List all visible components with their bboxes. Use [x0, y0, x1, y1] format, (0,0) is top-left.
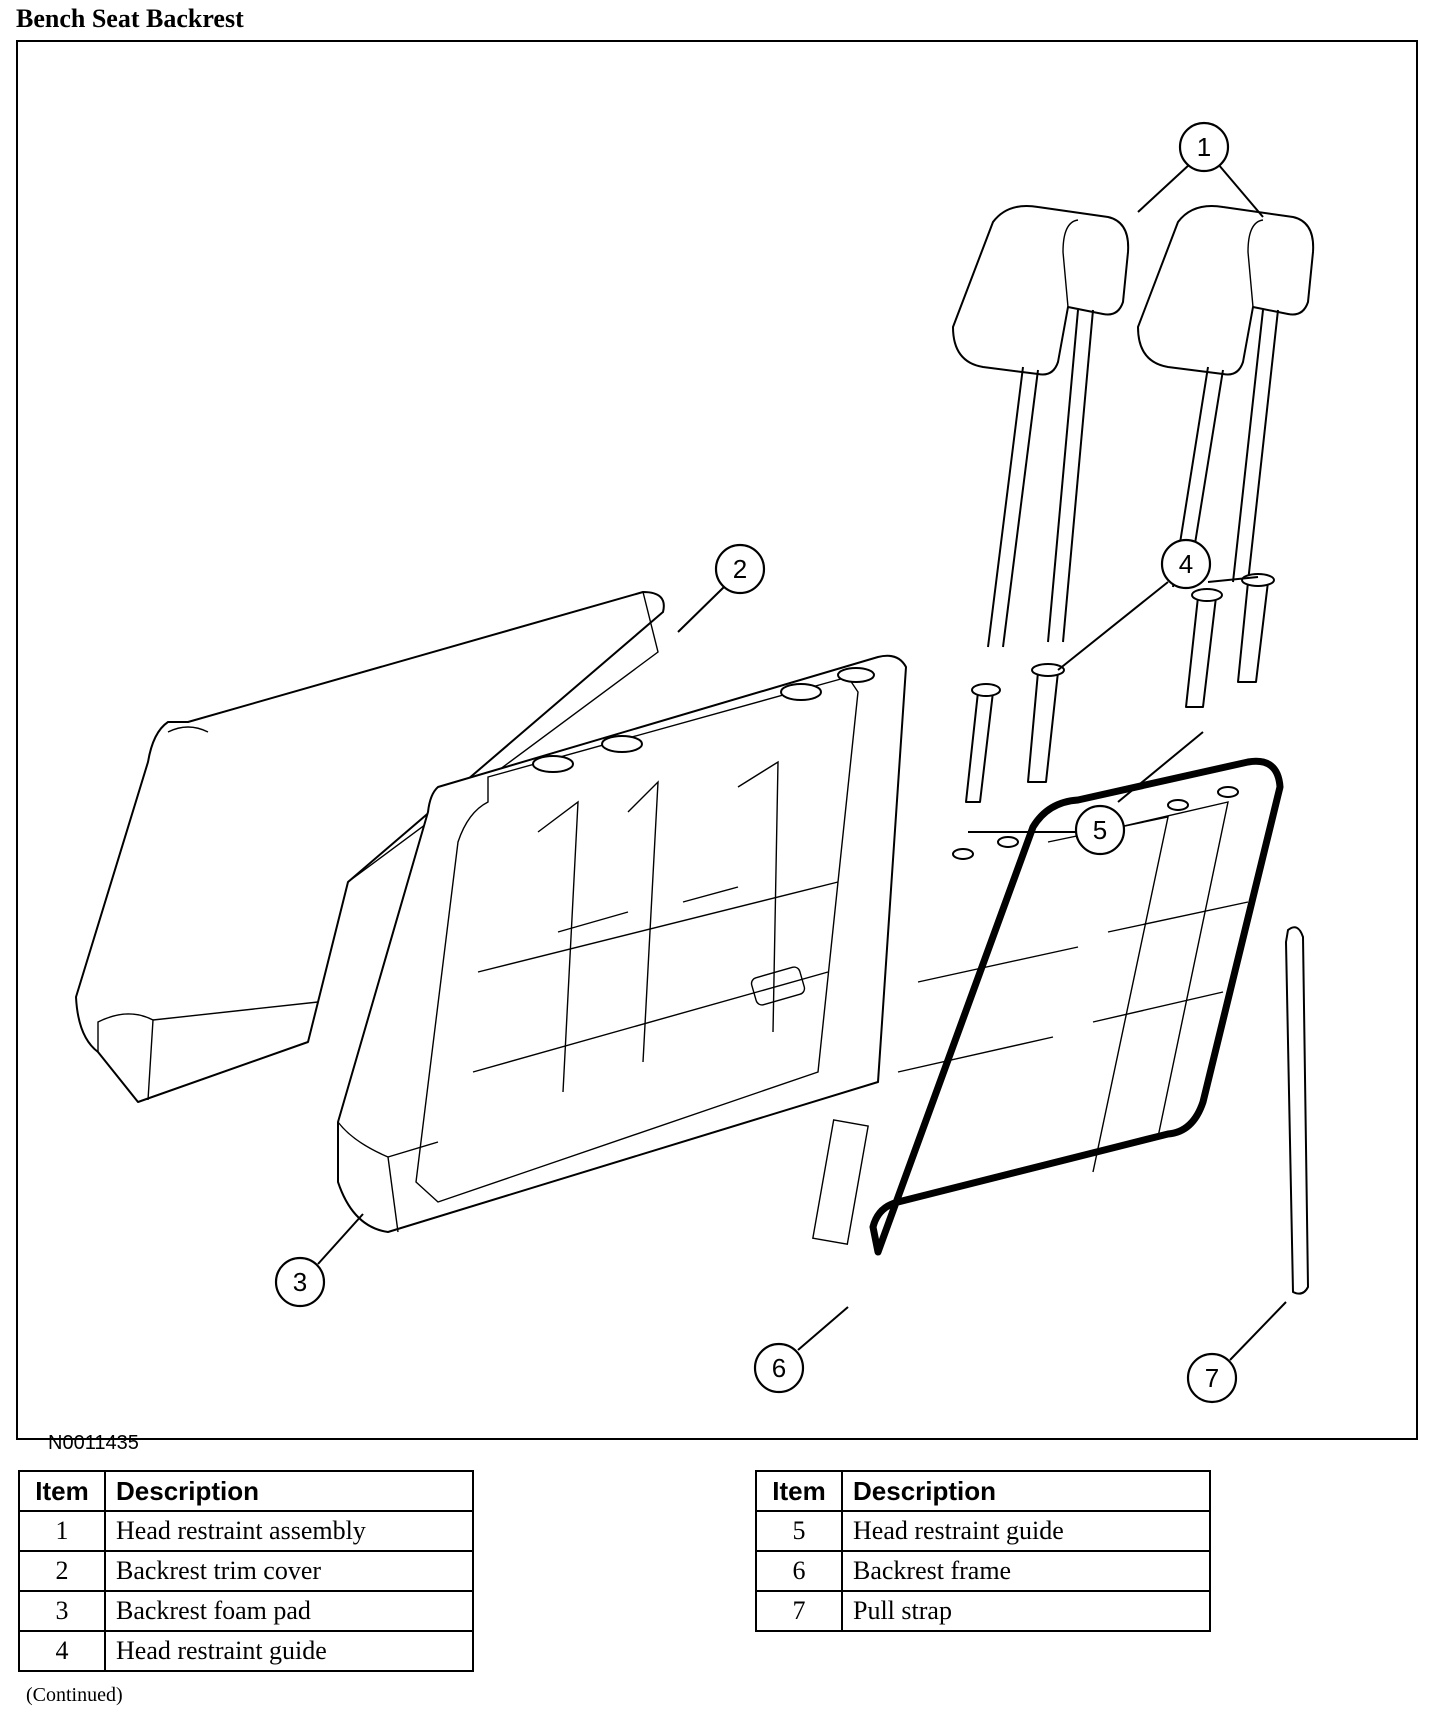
item-description: Backrest trim cover — [104, 1550, 474, 1592]
item-number: 7 — [755, 1590, 843, 1632]
table-row: 4 Head restraint guide — [18, 1630, 474, 1672]
table-header-row: Item Description — [755, 1470, 1211, 1512]
table-row: 7 Pull strap — [755, 1590, 1211, 1632]
item-description: Head restraint guide — [841, 1510, 1211, 1552]
item-number: 3 — [18, 1590, 106, 1632]
table-row: 1 Head restraint assembly — [18, 1510, 474, 1552]
callout-7: 7 — [1186, 1352, 1238, 1404]
backrest-frame — [812, 757, 1284, 1256]
item-number: 4 — [18, 1630, 106, 1672]
item-description: Head restraint guide — [104, 1630, 474, 1672]
table-row: 3 Backrest foam pad — [18, 1590, 474, 1632]
pull-strap — [1285, 926, 1309, 1295]
item-number: 6 — [755, 1550, 843, 1592]
svg-text:1: 1 — [1197, 132, 1211, 162]
legend-table-right: Item Description 5 Head restraint guide … — [755, 1470, 1211, 1632]
column-header-item: Item — [755, 1470, 843, 1512]
illustration-frame: 1 2 3 4 5 6 7 N0011435 — [16, 40, 1418, 1454]
svg-text:7: 7 — [1205, 1363, 1219, 1393]
column-header-description: Description — [104, 1470, 474, 1512]
svg-text:2: 2 — [733, 554, 747, 584]
item-description: Backrest frame — [841, 1550, 1211, 1592]
leader-lines — [317, 163, 1287, 1361]
callout-4: 4 — [1160, 538, 1212, 590]
head-restraint-right — [1137, 205, 1315, 588]
column-header-item: Item — [18, 1470, 106, 1512]
head-restraint-left — [952, 205, 1130, 648]
continued-note: (Continued) — [26, 1684, 123, 1706]
callout-5: 5 — [1074, 804, 1126, 856]
legend-table-left: Item Description 1 Head restraint assemb… — [18, 1470, 474, 1672]
table-row: 2 Backrest trim cover — [18, 1550, 474, 1592]
svg-text:4: 4 — [1179, 549, 1193, 579]
svg-text:5: 5 — [1093, 815, 1107, 845]
item-number: 2 — [18, 1550, 106, 1592]
table-row: 6 Backrest frame — [755, 1550, 1211, 1592]
callout-1: 1 — [1178, 121, 1230, 173]
item-number: 5 — [755, 1510, 843, 1552]
page-title: Bench Seat Backrest — [16, 4, 244, 33]
item-number: 1 — [18, 1510, 106, 1552]
backrest-foam-pad — [337, 654, 907, 1233]
callout-6: 6 — [753, 1342, 805, 1394]
item-description: Pull strap — [841, 1590, 1211, 1632]
table-header-row: Item Description — [18, 1470, 474, 1512]
figure-id: N0011435 — [48, 1432, 139, 1454]
item-description: Backrest foam pad — [104, 1590, 474, 1632]
exploded-view-diagram: 1 2 3 4 5 6 7 — [75, 121, 1315, 1404]
callout-3: 3 — [274, 1256, 326, 1308]
callout-2: 2 — [714, 543, 766, 595]
column-header-description: Description — [841, 1470, 1211, 1512]
svg-text:3: 3 — [293, 1267, 307, 1297]
svg-text:6: 6 — [772, 1353, 786, 1383]
table-row: 5 Head restraint guide — [755, 1510, 1211, 1552]
item-description: Head restraint assembly — [104, 1510, 474, 1552]
